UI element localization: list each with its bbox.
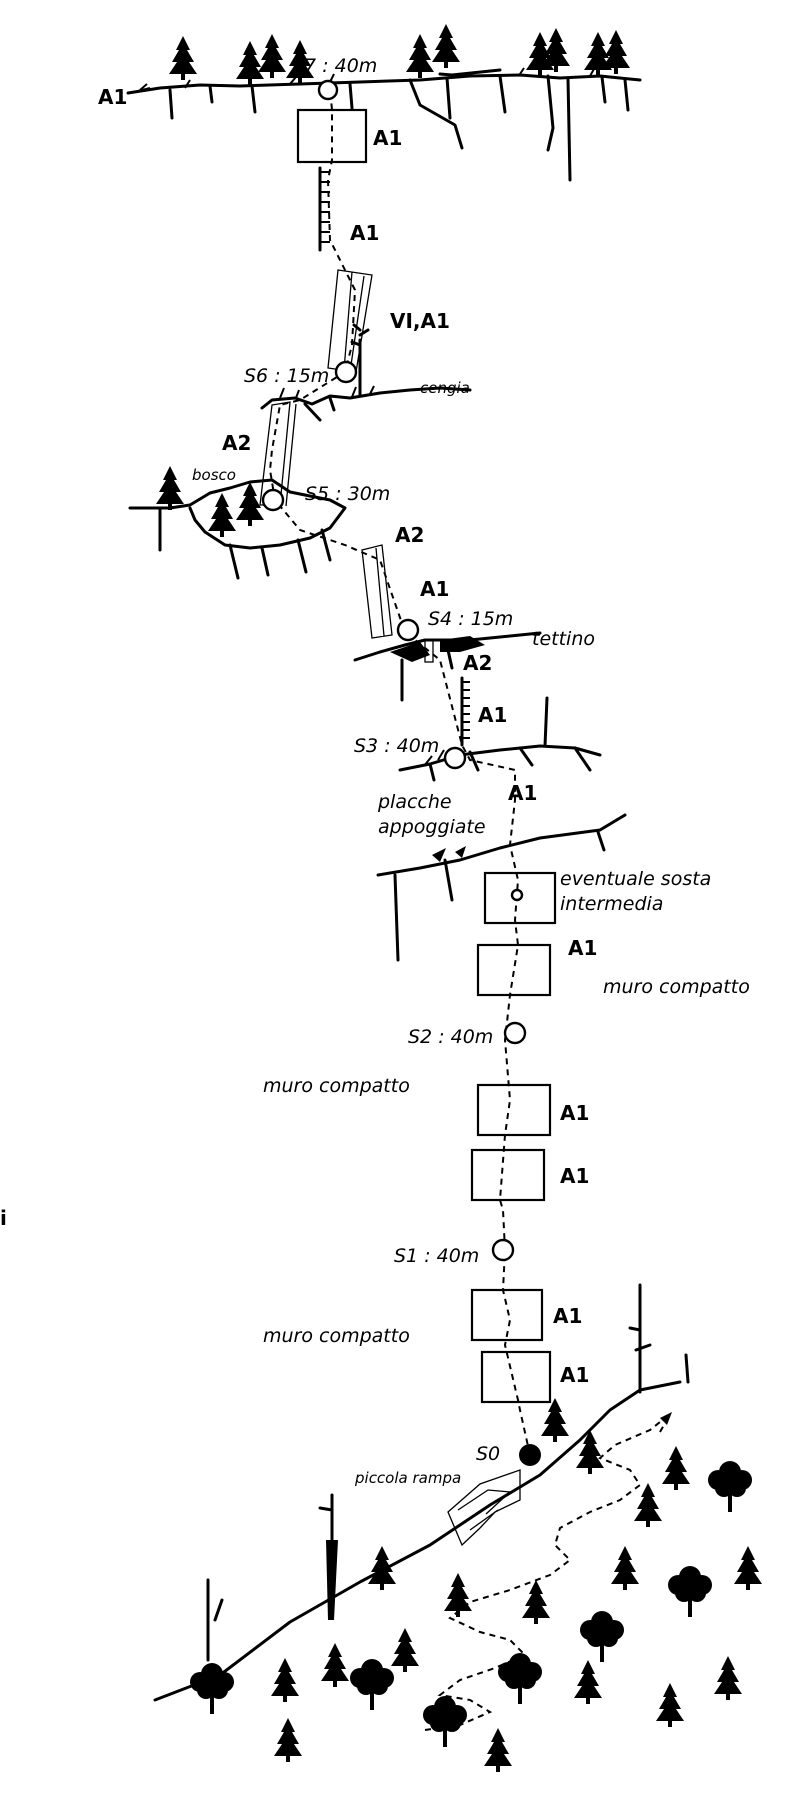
- placche-ledge: [376, 813, 627, 962]
- note-sosta-1: eventuale sosta: [560, 868, 711, 890]
- box-p0-lower: [480, 1350, 552, 1404]
- grade-p5: A2: [222, 431, 251, 455]
- grade-p2-box: A1: [568, 936, 597, 960]
- edge-mark: i: [0, 1206, 7, 1230]
- note-rampa: piccola rampa: [354, 1469, 461, 1487]
- grade-p6: VI,A1: [390, 309, 450, 333]
- belay-label-s6: S6 : 15m: [244, 365, 329, 387]
- grade-top-left: A1: [98, 85, 127, 109]
- belay-stations: [261, 79, 541, 1466]
- grade-p1-box-upper: A1: [560, 1101, 589, 1125]
- box-p1-upper: [476, 1083, 552, 1137]
- belay-label-s4: S4 : 15m: [428, 608, 513, 630]
- bolt-ladders: [318, 166, 470, 747]
- belay-s6: [334, 360, 358, 384]
- belay-s2: [503, 1021, 527, 1045]
- route-line: [268, 87, 531, 1456]
- note-bosco: bosco: [192, 466, 236, 484]
- belay-label-s0: S0: [476, 1443, 500, 1465]
- belay-label-s3: S3 : 40m: [354, 735, 439, 757]
- grade-p7-box: A1: [373, 126, 402, 150]
- grade-p4-upper: A2: [395, 523, 424, 547]
- grade-p7-ladder: A1: [350, 221, 379, 245]
- aid-boxes: [296, 108, 557, 1404]
- box-p2: [476, 943, 552, 997]
- grade-p3-slab: A1: [508, 781, 537, 805]
- belay-s0: [519, 1444, 541, 1466]
- intermediate-belay-point: [510, 888, 524, 902]
- tettino-roof: [353, 631, 542, 702]
- note-placche-2: appoggiate: [378, 816, 486, 838]
- belay-s4: [396, 618, 420, 642]
- belay-s7: [317, 79, 339, 101]
- bosco-ledge: [128, 466, 347, 580]
- grade-p1-box-lower: A1: [560, 1164, 589, 1188]
- note-tettino: tettino: [532, 628, 595, 650]
- note-muro-right: muro compatto: [603, 976, 750, 998]
- grade-p0-box-upper: A1: [553, 1304, 582, 1328]
- note-cengia: cengia: [420, 379, 470, 397]
- note-muro-mid: muro compatto: [263, 1075, 410, 1097]
- belay-label-s1: S1 : 40m: [394, 1245, 479, 1267]
- s3-ledge: [398, 696, 602, 782]
- box-p1-lower: [470, 1148, 546, 1202]
- note-muro-low: muro compatto: [263, 1325, 410, 1347]
- belay-label-s5: S5 : 30m: [305, 483, 390, 505]
- approach-slope: [153, 1283, 762, 1772]
- belay-s5: [261, 488, 285, 512]
- summit-rim: [126, 24, 642, 182]
- belay-label-s7: S7 : 40m: [292, 55, 377, 77]
- grade-roof: A2: [463, 651, 492, 675]
- belay-label-s2: S2 : 40m: [408, 1026, 493, 1048]
- note-placche-1: placche: [377, 791, 452, 813]
- note-sosta-2: intermedia: [560, 893, 663, 915]
- grade-p0-box-lower: A1: [560, 1363, 589, 1387]
- belay-s1: [491, 1238, 515, 1262]
- belay-s3: [443, 746, 467, 770]
- grade-p4-lower: A1: [420, 577, 449, 601]
- grade-p3-upper: A1: [478, 703, 507, 727]
